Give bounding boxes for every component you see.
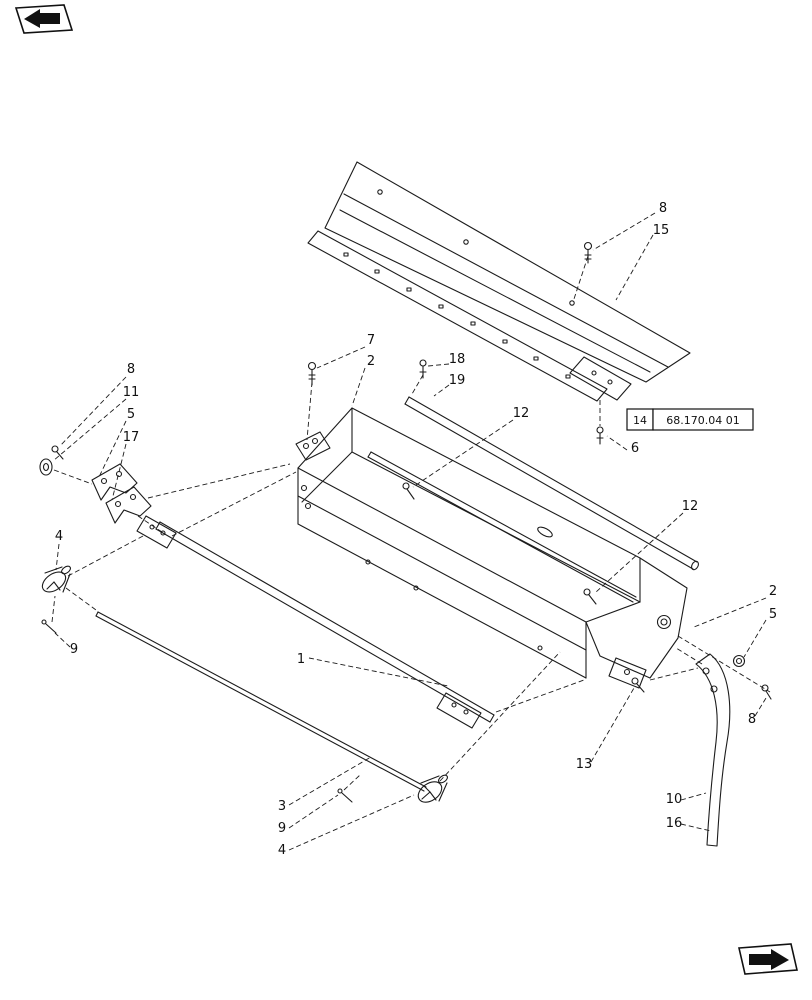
- part-long-rod: [95, 611, 427, 792]
- part-lower-rail: [136, 515, 495, 729]
- leader-line-13: [590, 687, 635, 763]
- part-right-plate: [585, 557, 688, 679]
- pin-9-left-icon: [41, 619, 57, 634]
- leader-line-9: [54, 632, 71, 648]
- part-callout-9: 9: [278, 821, 286, 836]
- part-callout-16: 16: [666, 816, 683, 831]
- callout-layer: 8 15 7 2 18 19 12 6 8 11 5 17 4 9 1 12 2 5 8 13 10 16 3 9 4: [52, 201, 777, 858]
- pin-9-right-icon: [337, 788, 353, 803]
- part-callout-1: 1: [297, 652, 305, 667]
- leader-line-15: [615, 234, 654, 301]
- assembly-lines: [51, 255, 771, 791]
- bolt-13-icon: [631, 677, 645, 693]
- part-callout-11: 11: [123, 385, 140, 400]
- part-callout-15: 15: [653, 223, 670, 238]
- part-shield-bracket: [569, 356, 632, 401]
- leader-line-18: [427, 363, 450, 367]
- leader-line-4: [288, 794, 415, 851]
- leader-line-5: [743, 619, 767, 658]
- leader-line-12: [412, 419, 514, 488]
- leader-line-12: [595, 512, 684, 593]
- part-foot-bracket: [608, 657, 647, 689]
- part-callout-7: 7: [367, 333, 375, 348]
- part-callout-13: 13: [576, 757, 593, 772]
- bolt-8-left-icon: [51, 445, 64, 460]
- leader-line-8: [592, 212, 656, 251]
- leader-line-6: [606, 435, 628, 451]
- section-code-box: [652, 408, 754, 431]
- bolt-12-left-icon: [402, 482, 415, 500]
- part-callout-6: 6: [631, 441, 639, 456]
- part-upper-rod: [404, 396, 699, 571]
- leader-line-17: [111, 443, 127, 501]
- part-washer-5: [732, 654, 746, 668]
- part-callout-2: 2: [367, 354, 375, 369]
- part-bracket-17: [105, 486, 152, 524]
- leader-line-19: [433, 384, 450, 397]
- part-shield-strip: [307, 230, 608, 402]
- part-bracket-5: [91, 463, 138, 501]
- part-callout-8: 8: [127, 362, 135, 377]
- part-main-tray: [297, 407, 641, 679]
- part-callout-2: 2: [769, 584, 777, 599]
- bolt-12-right-icon: [583, 588, 597, 605]
- bolt-7-icon: [307, 361, 317, 386]
- leader-line-11: [52, 398, 127, 462]
- bolt-8-top-icon: [583, 241, 593, 264]
- part-washer-11: [39, 458, 53, 476]
- leader-line-2: [351, 367, 366, 407]
- figure-reference: 14 68.170.04 01: [626, 408, 754, 431]
- figure-number: 14: [633, 414, 647, 427]
- part-hinge-bracket: [295, 431, 331, 461]
- part-callout-12: 12: [513, 406, 530, 421]
- part-upper-shield: [324, 161, 691, 383]
- leader-line-16: [680, 823, 712, 832]
- leader-line-10: [680, 792, 707, 801]
- leader-line-1: [308, 657, 449, 687]
- part-callout-19: 19: [449, 373, 466, 388]
- leader-line-5: [98, 420, 127, 478]
- part-callout-10: 10: [666, 792, 683, 807]
- part-callout-9: 9: [70, 642, 78, 657]
- leader-line-3: [288, 756, 372, 806]
- part-callout-5: 5: [127, 407, 135, 422]
- page-forward-icon[interactable]: [738, 943, 798, 975]
- part-curved-bracket: [695, 653, 731, 847]
- bolt-8-right-icon: [761, 684, 772, 700]
- leader-line-8: [754, 697, 767, 717]
- page-back-icon[interactable]: [14, 4, 74, 34]
- part-callout-8: 8: [748, 712, 756, 727]
- part-callout-5: 5: [769, 607, 777, 622]
- part-callout-4: 4: [55, 529, 63, 544]
- part-callout-3: 3: [278, 799, 286, 814]
- leader-line-9: [288, 794, 339, 829]
- bolt-18-icon: [419, 359, 427, 379]
- part-callout-8: 8: [659, 201, 667, 216]
- leader-line-8: [59, 376, 127, 447]
- part-callout-12: 12: [682, 499, 699, 514]
- leader-line-2: [693, 597, 767, 628]
- part-callout-17: 17: [123, 430, 140, 445]
- part-knob-right: [417, 774, 448, 803]
- part-callout-4: 4: [278, 843, 286, 858]
- section-code: 68.170.04 01: [666, 414, 739, 427]
- leader-line-7: [316, 346, 366, 369]
- part-knob-left: [41, 565, 71, 593]
- leader-line-4: [55, 543, 60, 571]
- bolt-6-icon: [596, 426, 604, 445]
- part-callout-18: 18: [449, 352, 466, 367]
